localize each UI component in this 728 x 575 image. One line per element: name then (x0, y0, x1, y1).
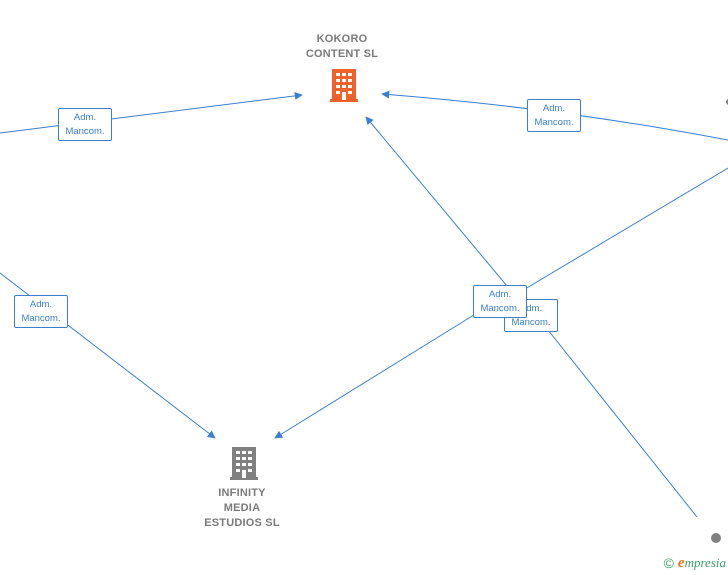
edge-left-to-kokoro (0, 91, 303, 134)
edge-right-to-center (519, 167, 728, 293)
building-icon[interactable] (329, 68, 359, 102)
node-label-infinity[interactable]: INFINITY MEDIA ESTUDIOS SL (204, 487, 280, 529)
node-label-kokoro[interactable]: KOKORO CONTENT SL (305, 33, 379, 60)
edge-center-to-infinity (274, 304, 491, 439)
footer-brand: © empresia (663, 554, 726, 572)
edge-center-to-kokoro (365, 116, 513, 293)
role-label[interactable]: Adm. Mancom. (473, 285, 527, 318)
building-icon[interactable] (229, 446, 259, 480)
edge-bottom-right-to-center (547, 329, 698, 518)
offscreen-node-dot (711, 533, 721, 543)
empresia-logo[interactable]: empresia (677, 554, 726, 571)
role-label[interactable]: Adm. Mancom. (504, 299, 558, 332)
role-label[interactable]: Adm. Mancom. (58, 108, 112, 141)
copyright-icon: © (663, 555, 674, 571)
role-label[interactable]: Adm. Mancom. (527, 99, 581, 132)
role-label[interactable]: Adm. Mancom. (14, 295, 68, 328)
